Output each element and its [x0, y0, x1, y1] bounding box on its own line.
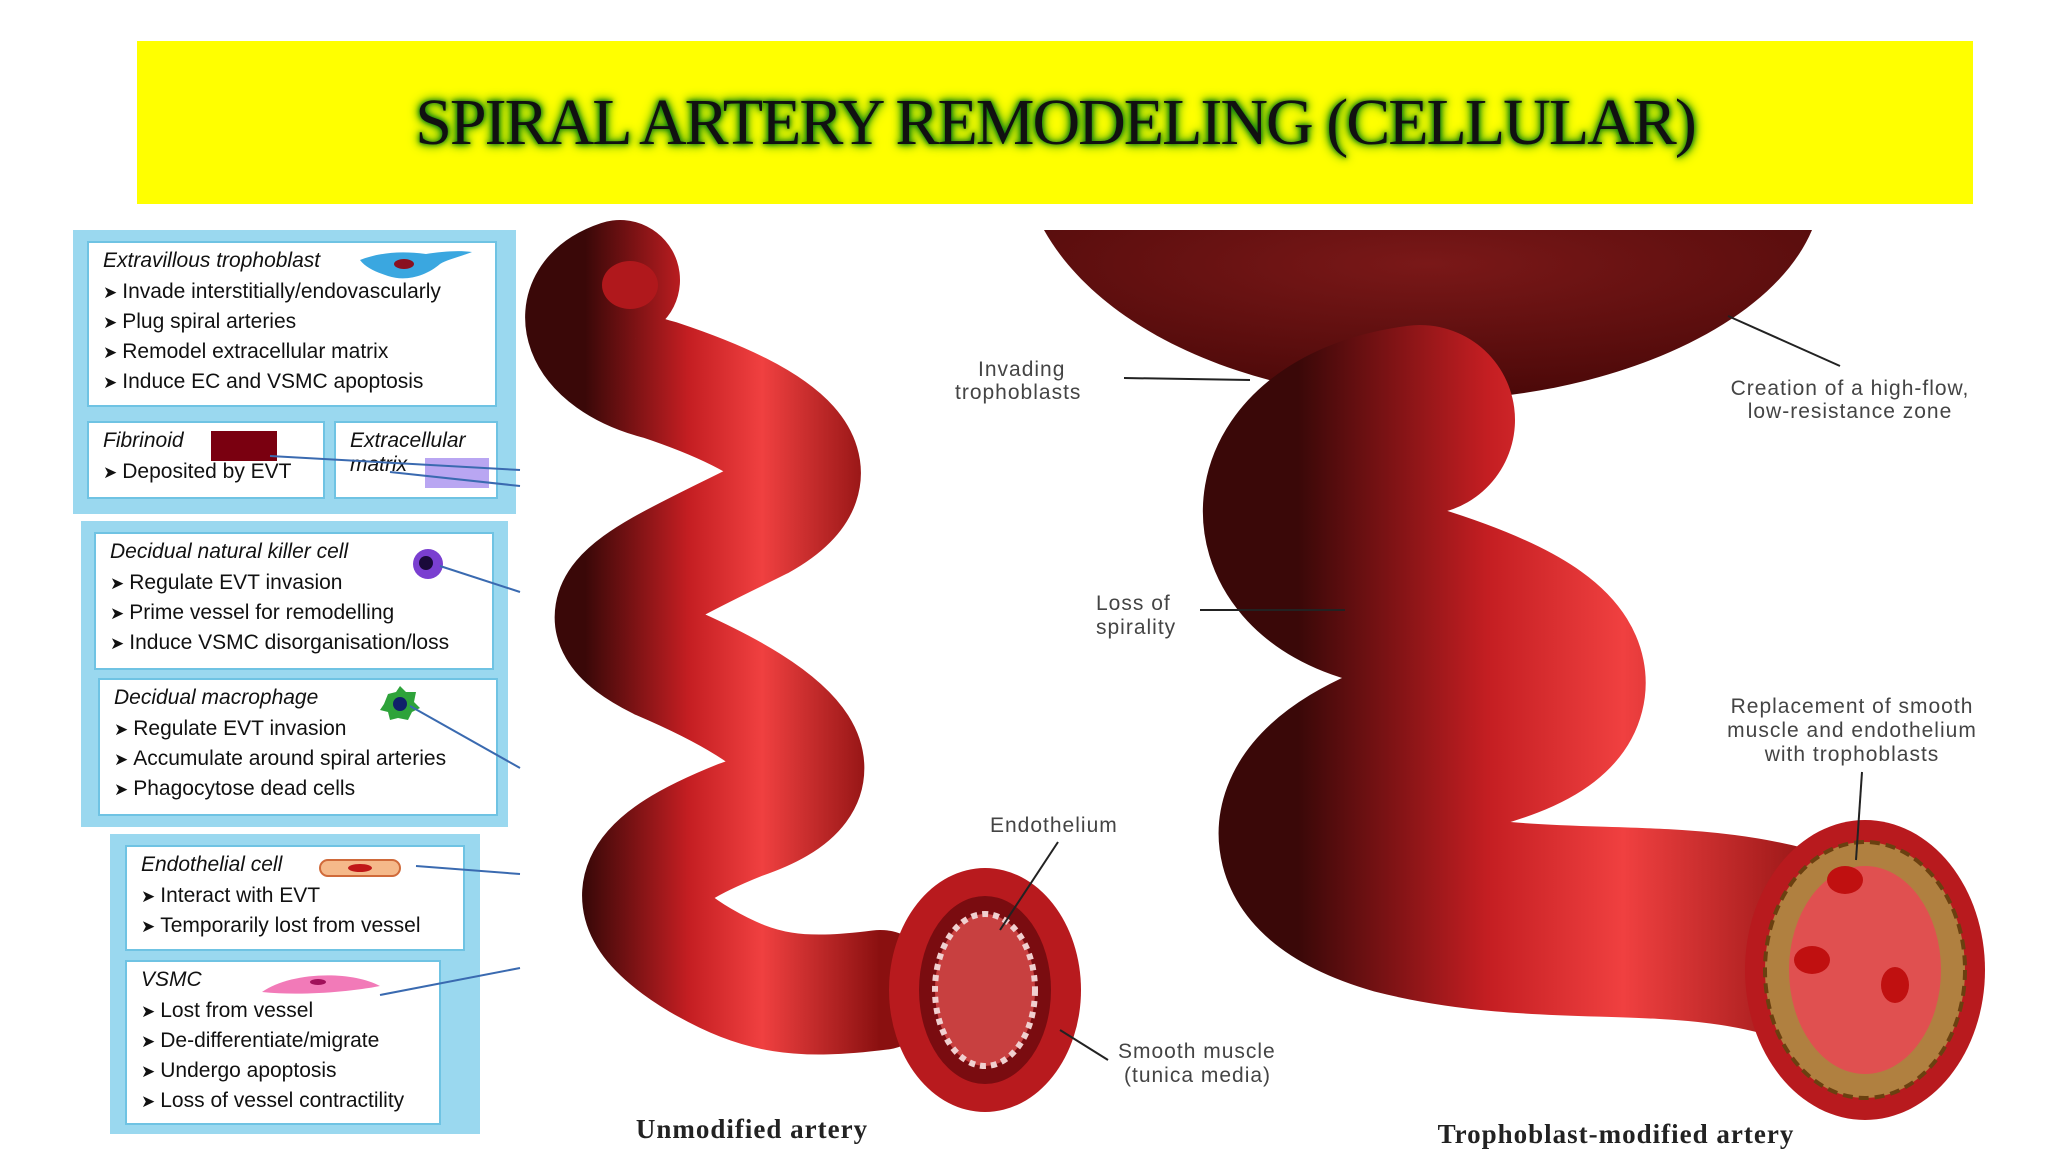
legend-connectors	[269, 455, 521, 996]
endothelial-heading: Endothelial cell	[141, 853, 283, 876]
endothelial-item: Temporarily lost from vessel	[141, 911, 449, 941]
dnk-item: Prime vessel for remodelling	[110, 598, 478, 628]
label-replacement-1: Replacement of smooth	[1731, 695, 1974, 718]
vsmc-item: Lost from vessel	[141, 996, 425, 1026]
dnk-heading: Decidual natural killer cell	[110, 540, 349, 563]
legend-box-endothelial: Endothelial cell Interact with EVT Tempo…	[125, 845, 465, 951]
label-highflow-2: low-resistance zone	[1748, 400, 1953, 423]
label-invading-2: trophoblasts	[955, 381, 1081, 404]
fibrinoid-item: Deposited by EVT	[103, 457, 309, 487]
label-pointers	[999, 315, 1863, 1061]
vsmc-cell-icon	[262, 975, 380, 994]
label-spirality-2: spirality	[1096, 616, 1176, 639]
macrophage-heading: Decidual macrophage	[114, 686, 319, 709]
modified-artery	[1044, 230, 1985, 1120]
endothelial-cell-icon	[319, 859, 401, 877]
fibrinoid-swatch	[211, 431, 277, 461]
evt-item: Invade interstitially/endovascularly	[103, 277, 481, 307]
macrophage-item: Regulate EVT invasion	[114, 714, 482, 744]
label-highflow-1: Creation of a high-flow,	[1731, 377, 1970, 400]
title-banner: SPIRAL ARTERY REMODELING (CELLULAR)	[137, 41, 1973, 204]
label-endothelium: Endothelium	[990, 814, 1118, 837]
vsmc-heading: VSMC	[141, 968, 202, 991]
macrophage-item: Accumulate around spiral arteries	[114, 744, 482, 774]
label-invading-1: Invading	[978, 358, 1065, 381]
slide-title: SPIRAL ARTERY REMODELING (CELLULAR)	[415, 85, 1697, 159]
label-smooth-1: Smooth muscle	[1118, 1040, 1276, 1063]
vsmc-item: Loss of vessel contractility	[141, 1086, 425, 1116]
evt-item: Plug spiral arteries	[103, 307, 481, 337]
endothelial-item: Interact with EVT	[141, 881, 449, 911]
label-replacement-2: muscle and endothelium	[1727, 719, 1977, 742]
nk-cell-icon	[413, 549, 443, 579]
label-replacement-3: with trophoblasts	[1764, 743, 1940, 766]
dnk-item: Induce VSMC disorganisation/loss	[110, 628, 478, 658]
label-spirality-1: Loss of	[1096, 592, 1171, 615]
macrophage-item: Phagocytose dead cells	[114, 774, 482, 804]
trophoblast-cell-icon	[360, 251, 472, 279]
vsmc-item: De-differentiate/migrate	[141, 1026, 425, 1056]
ecm-heading-2: matrix	[350, 453, 408, 476]
fibrinoid-heading: Fibrinoid	[103, 429, 184, 452]
matrix-swatch	[425, 458, 489, 488]
unmodified-artery	[525, 220, 1081, 1112]
vsmc-item: Undergo apoptosis	[141, 1056, 425, 1086]
evt-item: Induce EC and VSMC apoptosis	[103, 367, 481, 397]
macrophage-icon	[380, 686, 420, 720]
caption-modified: Trophoblast-modified artery	[1438, 1119, 1795, 1149]
evt-item: Remodel extracellular matrix	[103, 337, 481, 367]
legend-box-fibrinoid: Fibrinoid Deposited by EVT	[87, 421, 325, 499]
dnk-item: Regulate EVT invasion	[110, 568, 478, 598]
label-smooth-2: (tunica media)	[1124, 1064, 1271, 1087]
evt-heading: Extravillous trophoblast	[103, 249, 321, 272]
legend-box-macrophage: Decidual macrophage Regulate EVT invasio…	[98, 678, 498, 816]
caption-unmodified: Unmodified artery	[636, 1114, 868, 1144]
ecm-heading-1: Extracellular	[350, 429, 466, 452]
